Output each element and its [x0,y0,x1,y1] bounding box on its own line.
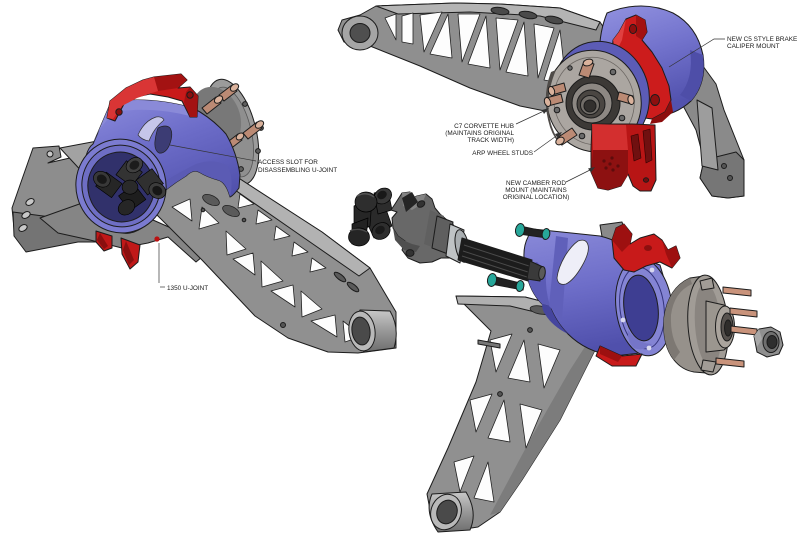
svg-text:(MAINTAINS ORIGINAL: (MAINTAINS ORIGINAL [445,130,514,137]
svg-text:CALIPER MOUNT: CALIPER MOUNT [727,43,780,50]
svg-text:ORIGINAL LOCATION): ORIGINAL LOCATION) [503,194,569,201]
svg-text:DISASSEMBLING U-JOINT: DISASSEMBLING U-JOINT [258,167,337,174]
svg-text:NEW C5 STYLE BRAKE: NEW C5 STYLE BRAKE [727,36,797,43]
svg-text:NEW CAMBER ROD: NEW CAMBER ROD [506,180,566,187]
svg-text:ACCESS SLOT FOR: ACCESS SLOT FOR [258,159,318,166]
svg-text:ARP WHEEL STUDS: ARP WHEEL STUDS [472,150,533,157]
svg-text:C7 CORVETTE HUB: C7 CORVETTE HUB [454,123,514,130]
svg-text:MOUNT (MAINTAINS: MOUNT (MAINTAINS [505,187,567,194]
svg-text:1350 U-JOINT: 1350 U-JOINT [167,285,208,292]
svg-text:TRACK WIDTH): TRACK WIDTH) [467,137,514,144]
